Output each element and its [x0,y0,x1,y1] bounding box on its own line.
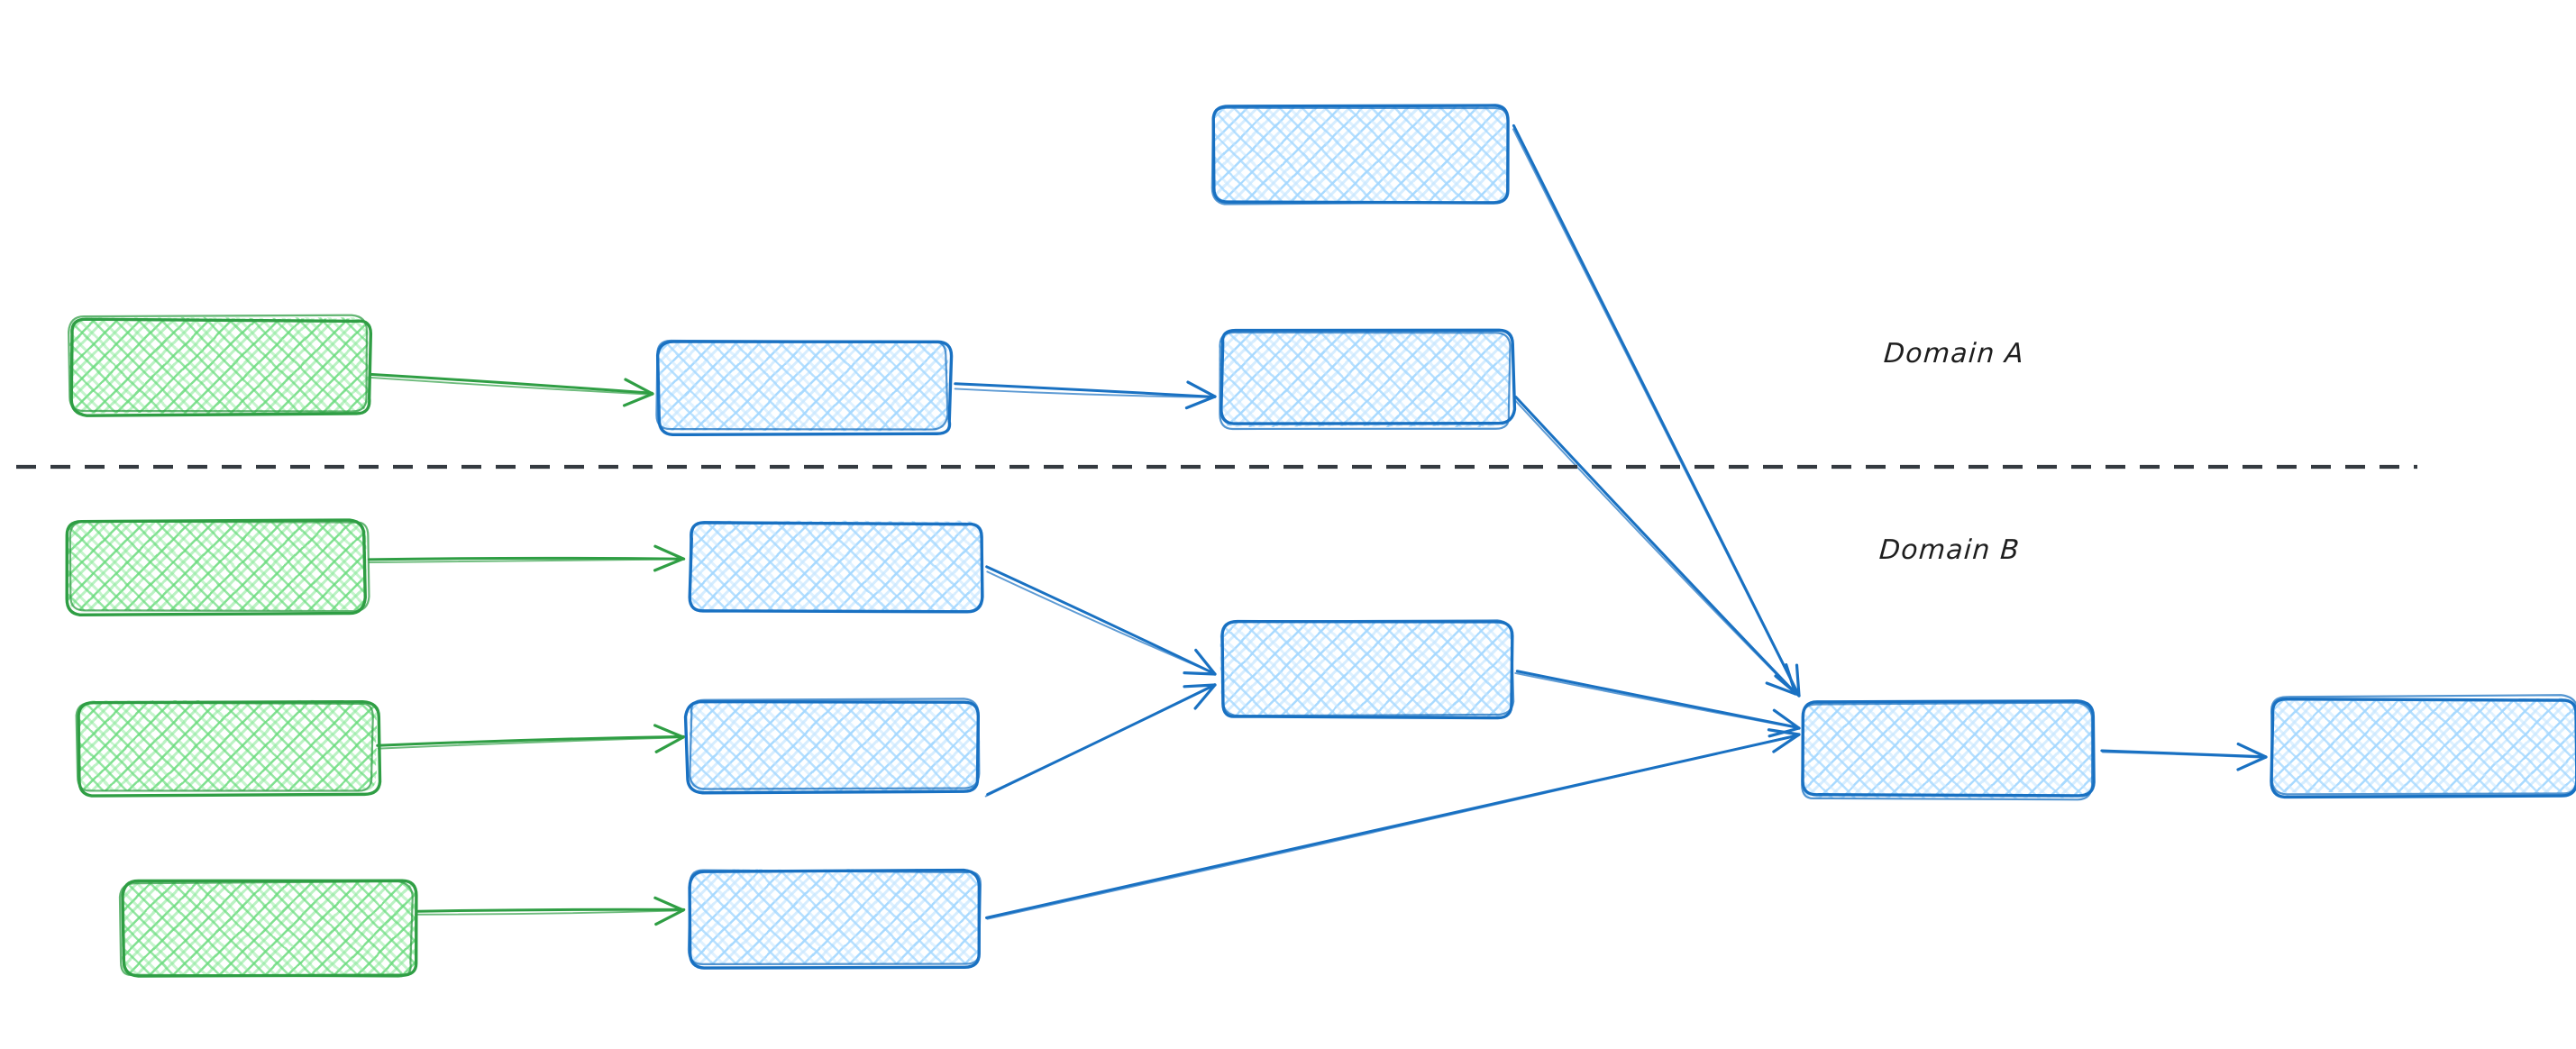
node-blue-b5[interactable] [1801,699,2096,801]
edge-e12[interactable] [2100,742,2268,771]
edge-e1[interactable] [368,372,654,407]
node-blue-b1[interactable] [688,521,984,614]
edge-e9[interactable] [984,683,1217,798]
node-blue-b4[interactable] [1219,619,1515,720]
domain-a-label: Domain A [1882,338,2026,369]
node-green-4[interactable] [118,879,418,978]
node-blue-a2[interactable] [1219,328,1517,431]
node-blue-a1[interactable] [655,339,954,437]
node-green-2[interactable] [65,518,370,617]
edge-e10[interactable] [1514,670,1801,738]
node-blue-b2[interactable] [683,698,981,795]
edge-e3[interactable] [1512,123,1801,698]
node-blue-a0[interactable] [1210,104,1510,205]
edge-e2[interactable] [954,380,1217,410]
edge-e7[interactable] [414,896,686,926]
domain-b-label: Domain B [1877,534,2022,566]
edge-e11[interactable] [985,728,1801,920]
edges-layer [367,123,2268,926]
node-blue-b3[interactable] [687,868,982,970]
edge-e5[interactable] [367,544,686,572]
node-blue-b6[interactable] [2270,694,2576,799]
edge-e4[interactable] [1513,396,1797,696]
edge-e6[interactable] [376,724,685,753]
edge-e8[interactable] [985,565,1217,676]
nodes-layer [65,104,2576,978]
node-green-3[interactable] [75,699,382,798]
node-green-1[interactable] [68,314,373,417]
